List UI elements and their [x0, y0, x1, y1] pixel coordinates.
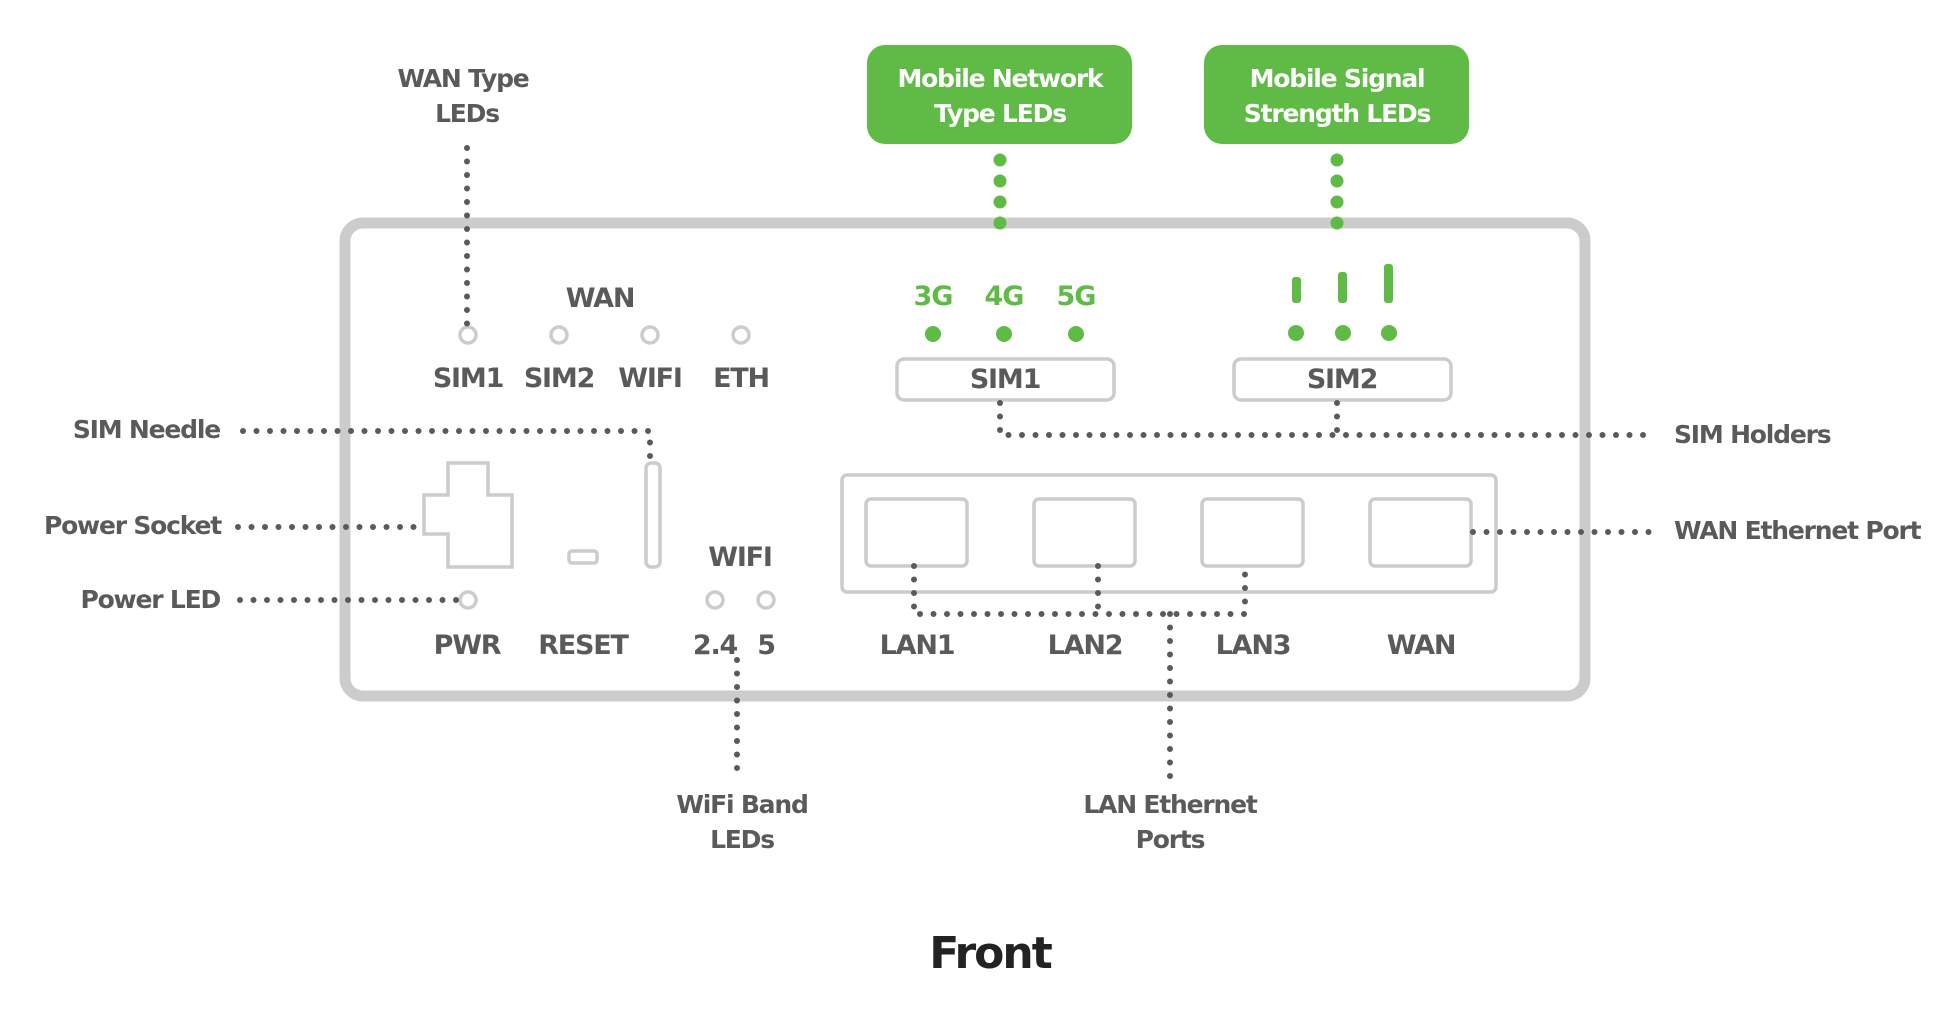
wan-led-wifi — [640, 325, 660, 345]
callout-mobile-network-type-leds-box — [867, 45, 1132, 144]
wifi-led-5 — [756, 590, 776, 610]
leader-sim-holders — [997, 400, 1657, 438]
port-label-lan1: LAN1 — [880, 630, 955, 661]
network-led-4g — [996, 326, 1012, 342]
reset-label: RESET — [538, 630, 629, 661]
callout-wifi-band-leds-line1: WiFi Band — [676, 790, 807, 819]
lan2-port — [1032, 497, 1137, 568]
wifi-group-label: WIFI — [708, 542, 772, 573]
callout-sim-holders: SIM Holders — [1674, 420, 1831, 449]
callout-wan-type-leds-line2: LEDs — [435, 99, 499, 128]
leader-lan-ports-bracket — [911, 563, 1248, 617]
callout-mobile-network-type-leds-line1: Mobile Network — [897, 64, 1105, 93]
callout-mobile-network-type-leds-line2: Type LEDs — [934, 99, 1066, 128]
ethernet-port-bay — [840, 473, 1498, 594]
signal-bar-2 — [1338, 272, 1347, 303]
callout-sim-needle: SIM Needle — [73, 415, 220, 444]
network-type-label-3g: 3G — [914, 281, 953, 312]
callout-mobile-signal-strength-leds-box — [1204, 45, 1469, 144]
sim2-holder — [1232, 357, 1453, 402]
signal-led-3 — [1381, 325, 1397, 341]
pwr-label: PWR — [434, 630, 502, 661]
wan-group-label: WAN — [566, 283, 634, 314]
wan-led-label-eth: ETH — [713, 363, 769, 394]
sim1-holder-label: SIM1 — [970, 364, 1040, 395]
lan3-port — [1200, 497, 1305, 568]
power-socket — [422, 461, 514, 569]
callout-lan-ethernet-ports-line1: LAN Ethernet — [1083, 790, 1258, 819]
wifi-band-label-2-4: 2.4 — [693, 630, 738, 661]
wan-led-eth — [731, 325, 751, 345]
signal-led-2 — [1335, 325, 1351, 341]
signal-bar-3 — [1384, 264, 1393, 303]
diagram-caption: Front — [929, 928, 1052, 979]
network-led-3g — [925, 326, 941, 342]
port-label-lan2: LAN2 — [1048, 630, 1123, 661]
callout-wan-ethernet-port: WAN Ethernet Port — [1674, 516, 1922, 545]
reset-button — [567, 549, 599, 565]
power-led — [458, 590, 478, 610]
wan-led-label-sim2: SIM2 — [524, 363, 594, 394]
callout-mobile-signal-strength-leds-line2: Strength LEDs — [1244, 99, 1431, 128]
network-type-label-5g: 5G — [1057, 281, 1096, 312]
port-label-wan: WAN — [1387, 630, 1455, 661]
sim1-holder — [895, 357, 1116, 402]
leader-sim-needle — [240, 428, 653, 466]
callout-lan-ethernet-ports-line2: Ports — [1136, 825, 1205, 854]
signal-led-1 — [1288, 325, 1304, 341]
callout-wan-type-leds-line1: WAN Type — [397, 64, 528, 93]
sim2-holder-label: SIM2 — [1307, 364, 1377, 395]
wan-led-sim2 — [549, 325, 569, 345]
wan-led-label-sim1: SIM1 — [433, 363, 503, 394]
wifi-band-label-5: 5 — [757, 630, 775, 661]
router-body — [339, 217, 1591, 702]
wifi-led-2-4 — [705, 590, 725, 610]
network-type-label-4g: 4G — [985, 281, 1024, 312]
port-label-lan3: LAN3 — [1216, 630, 1291, 661]
callout-mobile-signal-strength-leds-line1: Mobile Signal — [1250, 64, 1425, 93]
wan-led-sim1 — [458, 325, 478, 345]
callout-power-socket: Power Socket — [44, 511, 222, 540]
wan-led-label-wifi: WIFI — [618, 363, 682, 394]
network-led-5g — [1068, 326, 1084, 342]
signal-bar-1 — [1292, 277, 1301, 303]
callout-power-led: Power LED — [80, 585, 220, 614]
callout-wifi-band-leds-line2: LEDs — [710, 825, 774, 854]
sim-needle — [644, 461, 662, 569]
